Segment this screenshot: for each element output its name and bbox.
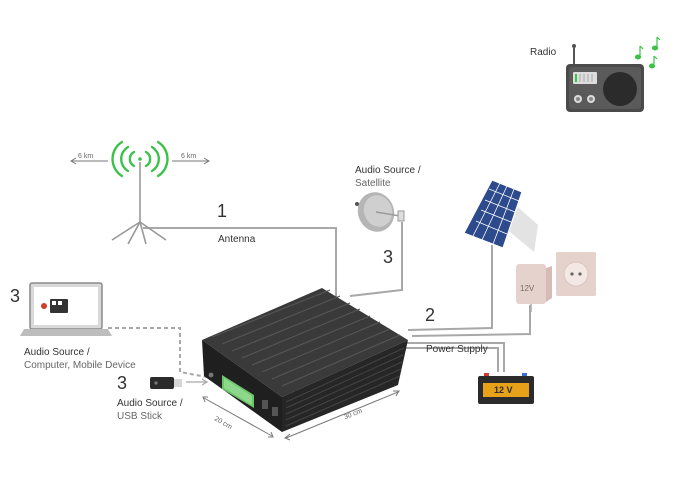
transmitter-box-icon	[202, 288, 408, 432]
usb-number: 3	[117, 373, 128, 393]
satellite-subtitle: Satellite	[355, 178, 391, 189]
adapter-cable	[411, 305, 531, 337]
radio-label: Radio	[530, 47, 557, 58]
power-number: 2	[425, 305, 436, 325]
computer-title: Audio Source /	[24, 347, 90, 358]
battery-cable-2	[406, 347, 499, 372]
adapter-voltage-label: 12V	[520, 284, 535, 293]
usb-subtitle: USB Stick	[117, 411, 163, 422]
antenna-cable	[143, 227, 337, 298]
wall-socket-icon	[556, 252, 596, 296]
laptop-cable	[108, 327, 213, 379]
distance-left-label: 6 km	[78, 153, 94, 160]
battery-voltage-label: 12 V	[494, 385, 513, 395]
solar-panel-icon	[463, 179, 538, 252]
solar-cable	[407, 245, 493, 331]
computer-number: 3	[10, 286, 21, 306]
laptop-icon	[20, 282, 112, 336]
satellite-cable	[349, 222, 403, 297]
cables	[108, 222, 531, 386]
usb-stick-icon	[150, 377, 182, 389]
music-notes-icon	[634, 36, 661, 69]
power-supply-label: Power Supply	[426, 344, 488, 355]
antenna-tower-icon	[111, 162, 167, 245]
radio-icon	[566, 44, 644, 112]
power-adapter-icon	[516, 264, 552, 312]
battery-icon	[478, 373, 534, 404]
dimension-lines	[202, 390, 400, 441]
distance-right-label: 6 km	[181, 153, 197, 160]
computer-subtitle: Computer, Mobile Device	[24, 360, 136, 371]
battery-cable	[404, 342, 505, 372]
satellite-title: Audio Source /	[355, 165, 421, 176]
distance-arrows	[70, 157, 210, 165]
signal-waves-icon	[111, 140, 169, 178]
satellite-dish-icon	[355, 192, 405, 232]
antenna-label: Antenna	[218, 234, 256, 245]
antenna-number: 1	[217, 201, 228, 221]
usb-title: Audio Source /	[117, 398, 183, 409]
satellite-number: 3	[383, 247, 394, 267]
